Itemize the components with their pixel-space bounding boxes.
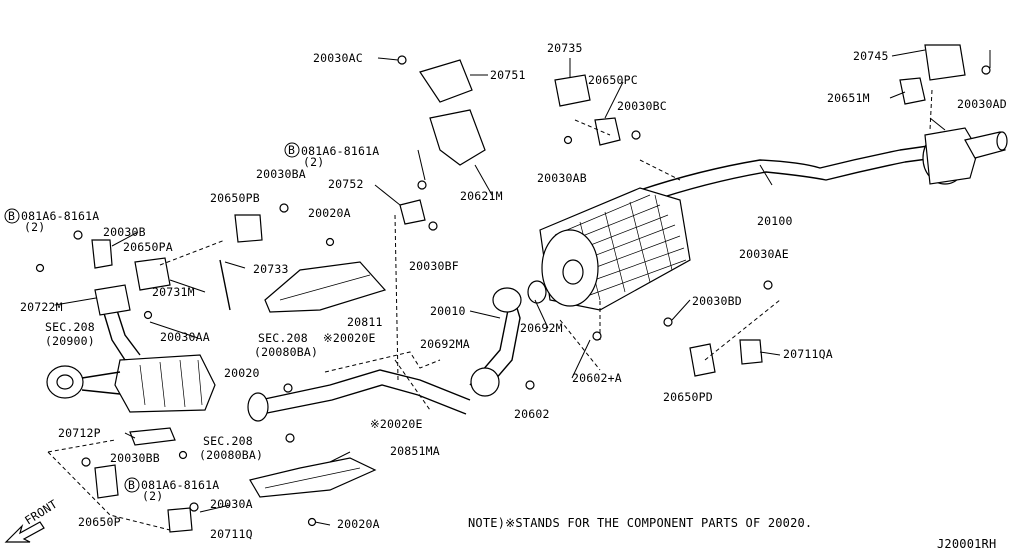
label-20692M: 20692M bbox=[520, 321, 563, 335]
label-20745: 20745 bbox=[853, 49, 889, 63]
label-sec208b-1-code: (20080BA) bbox=[254, 345, 318, 359]
label-20733: 20733 bbox=[253, 262, 289, 276]
label-20651M: 20651M bbox=[827, 91, 870, 105]
label-20731M: 20731M bbox=[152, 285, 195, 299]
label-20020A-bottom: 20020A bbox=[337, 517, 380, 531]
label-bolt-left-qty: (2) bbox=[24, 220, 45, 234]
front-direction-arrow: FRONT bbox=[4, 497, 60, 543]
circle-b-letter: B bbox=[128, 478, 135, 492]
label-20030AA: 20030AA bbox=[160, 330, 210, 344]
label-20735: 20735 bbox=[547, 41, 583, 55]
label-20030BA: 20030BA bbox=[256, 167, 306, 181]
diagram-id: J20001RH bbox=[937, 537, 996, 551]
label-20030AD: 20030AD bbox=[957, 97, 1007, 111]
label-20030AB: 20030AB bbox=[537, 171, 587, 185]
leader-lines bbox=[47, 49, 991, 531]
label-20020E-bottom: ※20020E bbox=[370, 417, 423, 431]
circle-b-letter: B bbox=[288, 143, 295, 157]
label-20851MA: 20851MA bbox=[390, 444, 440, 458]
center-pipe-20020 bbox=[247, 280, 547, 422]
label-20650PC: 20650PC bbox=[588, 73, 638, 87]
label-20711Q: 20711Q bbox=[210, 527, 253, 541]
label-20020E-top: ※20020E bbox=[323, 331, 376, 345]
circle-b-letter: B bbox=[8, 209, 15, 223]
part-labels: 20030AC 20751 20735 20650PC 20030BC 2074… bbox=[4, 41, 1007, 541]
label-sec208b-1: SEC.208 bbox=[258, 331, 308, 345]
fasteners bbox=[35, 55, 991, 527]
label-20751: 20751 bbox=[490, 68, 526, 82]
label-sec208b-2: SEC.208 bbox=[203, 434, 253, 448]
label-20030BF: 20030BF bbox=[409, 259, 459, 273]
label-20020A-top: 20020A bbox=[308, 206, 351, 220]
label-20030B: 20030B bbox=[103, 225, 146, 239]
label-20711QA: 20711QA bbox=[783, 347, 833, 361]
label-bolt-top-code: 081A6-8161A bbox=[301, 144, 379, 158]
main-muffler bbox=[539, 187, 691, 311]
label-20650P: 20650P bbox=[78, 515, 121, 529]
label-20692MA: 20692MA bbox=[420, 337, 470, 351]
label-20030BD: 20030BD bbox=[692, 294, 742, 308]
label-20602: 20602 bbox=[514, 407, 550, 421]
label-20650PA: 20650PA bbox=[123, 240, 173, 254]
label-sec208: SEC.208 bbox=[45, 320, 95, 334]
label-20030AE: 20030AE bbox=[739, 247, 789, 261]
label-20030BC: 20030BC bbox=[617, 99, 667, 113]
label-20752: 20752 bbox=[328, 177, 364, 191]
hangers-and-brackets bbox=[91, 44, 966, 533]
label-bolt-top-qty: (2) bbox=[303, 155, 324, 169]
label-20712P: 20712P bbox=[58, 426, 101, 440]
label-20811: 20811 bbox=[347, 315, 383, 329]
catalytic-converter bbox=[46, 294, 216, 413]
label-20030A: 20030A bbox=[210, 497, 253, 511]
label-20602A: 20602+A bbox=[572, 371, 622, 385]
circle-b-marker bbox=[284, 142, 300, 158]
label-bolt-bottom-code: 081A6-8161A bbox=[141, 478, 219, 492]
diagram-note: NOTE)※STANDS FOR THE COMPONENT PARTS OF … bbox=[468, 516, 812, 530]
label-20722M: 20722M bbox=[20, 300, 63, 314]
label-sec208b-2-code: (20080BA) bbox=[199, 448, 263, 462]
heat-shields bbox=[249, 261, 387, 498]
circle-b-marker bbox=[4, 208, 20, 224]
circle-b-marker bbox=[124, 477, 140, 493]
label-20650PD: 20650PD bbox=[663, 390, 713, 404]
label-20030BB: 20030BB bbox=[110, 451, 160, 465]
tail-pipe-20100 bbox=[639, 117, 1008, 203]
label-bolt-bottom-qty: (2) bbox=[142, 489, 163, 503]
label-20650PB: 20650PB bbox=[210, 191, 260, 205]
label-20030AC: 20030AC bbox=[313, 51, 363, 65]
label-20010: 20010 bbox=[430, 304, 466, 318]
label-20020: 20020 bbox=[224, 366, 260, 380]
label-20621M: 20621M bbox=[460, 189, 503, 203]
label-bolt-left-code: 081A6-8161A bbox=[21, 209, 99, 223]
label-sec208-code: (20900) bbox=[45, 334, 95, 348]
label-20100: 20100 bbox=[757, 214, 793, 228]
